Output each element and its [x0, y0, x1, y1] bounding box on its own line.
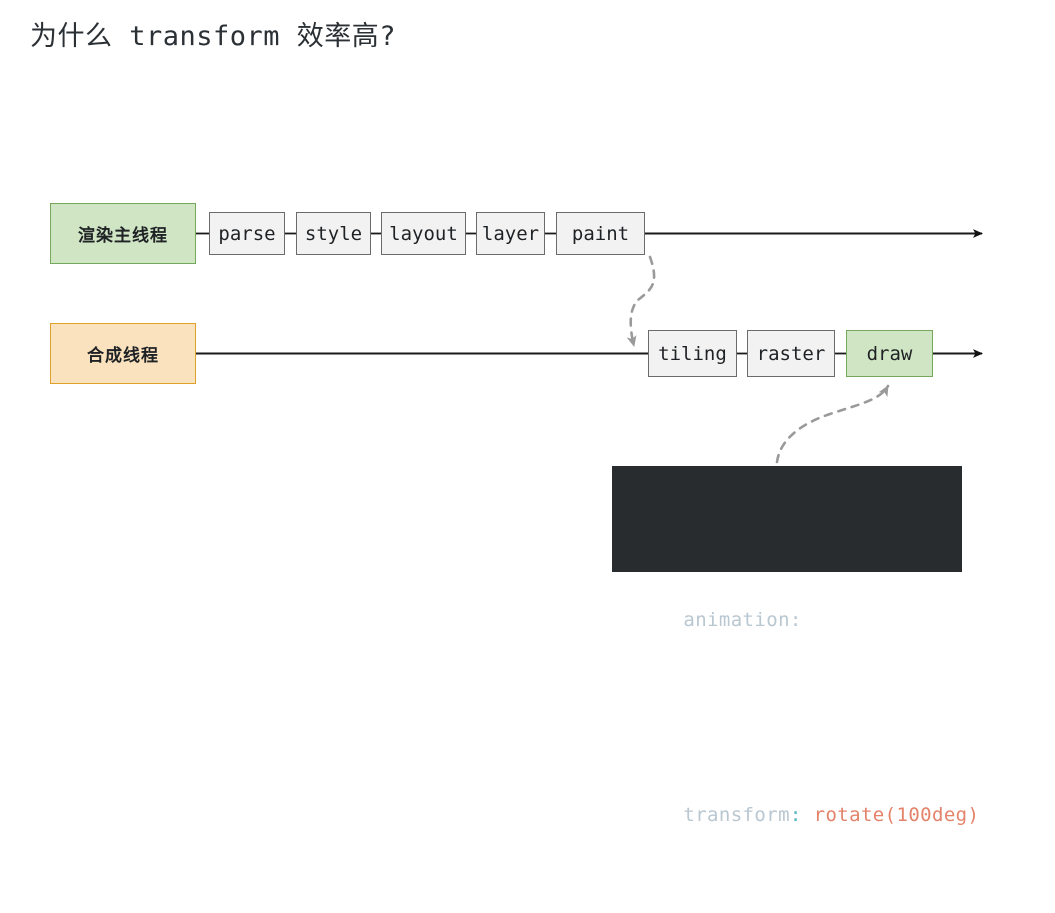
stage-raster[interactable]: raster — [747, 330, 835, 377]
stage-tiling[interactable]: tiling — [648, 330, 737, 377]
code-token-rotate-value: rotate(100deg) — [801, 804, 980, 826]
lane-label-main-thread: 渲染主线程 — [50, 203, 196, 264]
stage-paint-label: paint — [571, 222, 630, 245]
lane-label-main-thread-text: 渲染主线程 — [78, 226, 168, 246]
stage-draw[interactable]: draw — [846, 330, 933, 377]
stage-layer[interactable]: layer — [476, 212, 545, 255]
stage-layout[interactable]: layout — [381, 212, 466, 255]
stage-raster-label: raster — [756, 342, 826, 365]
stage-parse[interactable]: parse — [209, 212, 285, 255]
page-title: 为什么 transform 效率高? — [30, 21, 397, 52]
diagram-canvas — [196, 229, 983, 464]
code-token-transform-property: transform — [683, 804, 790, 826]
code-token-colon: : — [789, 804, 802, 826]
arrow-paint-to-tiling — [626, 255, 656, 348]
stage-style-label: style — [304, 222, 363, 245]
stage-draw-label: draw — [866, 342, 913, 365]
code-token-animation: animation: — [683, 609, 802, 631]
lane-label-compositor-thread: 合成线程 — [50, 323, 196, 384]
stage-style[interactable]: style — [296, 212, 371, 255]
arrow-code-to-draw — [775, 384, 890, 464]
code-line-animation: animation: — [636, 562, 938, 679]
lane-label-compositor-thread-text: 合成线程 — [87, 346, 159, 366]
code-line-transform: transform: rotate(100deg) — [636, 757, 979, 874]
stage-parse-label: parse — [218, 222, 276, 245]
stage-layer-label: layer — [481, 222, 540, 245]
stage-tiling-label: tiling — [658, 342, 727, 365]
code-snippet: animation: transform: rotate(100deg) — [612, 466, 979, 826]
stage-paint[interactable]: paint — [556, 212, 645, 255]
stage-layout-label: layout — [389, 222, 458, 245]
